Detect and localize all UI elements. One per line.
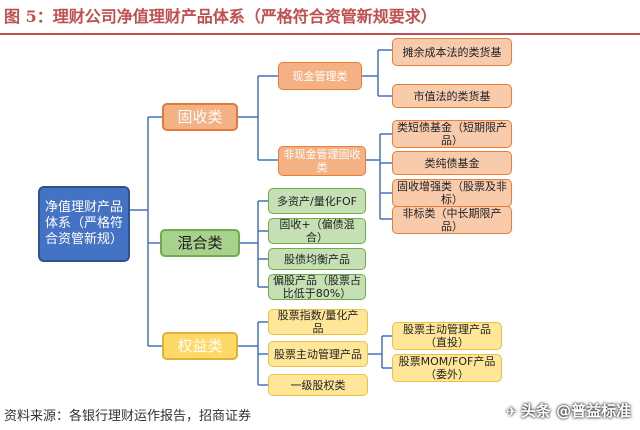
category-fixed-income: 固收类 bbox=[162, 103, 238, 131]
node-active-direct: 股票主动管理产品（直投） bbox=[392, 322, 502, 350]
node-fixed-income-plus: 固收+（偏债混合） bbox=[268, 218, 366, 244]
node-enhanced-fixed-income: 固收增强类（股票及非标） bbox=[392, 179, 512, 207]
category-equity: 权益类 bbox=[162, 332, 238, 360]
title-divider bbox=[0, 33, 640, 35]
node-index-quant: 股票指数/量化产品 bbox=[268, 309, 368, 335]
node-active-equity: 股票主动管理产品 bbox=[268, 341, 368, 367]
node-equity-tilted: 偏股产品（股票占比低于80%） bbox=[268, 274, 366, 300]
node-non-cash-fixed-income: 非现金管理固收类 bbox=[278, 146, 366, 176]
node-cash-management: 现金管理类 bbox=[278, 62, 362, 90]
node-non-standard: 非标类（中长期限产品） bbox=[392, 206, 512, 234]
node-balanced: 股债均衡产品 bbox=[268, 248, 366, 270]
watermark: ✈头条 @普益标准 bbox=[506, 394, 631, 428]
watermark-text: 头条 @普益标准 bbox=[520, 402, 632, 420]
node-market-value-mmf: 市值法的类货基 bbox=[392, 84, 512, 108]
page-title: 图 5：理财公司净值理财产品体系（严格符合资管新规要求） bbox=[4, 7, 437, 26]
node-mom-fof: 股票MOM/FOF产品（委外） bbox=[392, 354, 502, 382]
node-short-bond-fund: 类短债基金（短期限产品） bbox=[392, 120, 512, 148]
node-multi-asset-fof: 多资产/量化FOF bbox=[268, 188, 366, 214]
watermark-icon: ✈ bbox=[506, 405, 517, 420]
category-mixed: 混合类 bbox=[160, 229, 240, 257]
node-pure-bond-fund: 类纯债基金 bbox=[392, 151, 512, 175]
root-node: 净值理财产品体系（严格符合资管新规） bbox=[38, 186, 130, 262]
node-amortized-cost-mmf: 摊余成本法的类货基 bbox=[392, 38, 512, 66]
node-primary-equity: 一级股权类 bbox=[268, 374, 368, 396]
source-note: 资料来源：各银行理财运作报告，招商证券 bbox=[4, 409, 252, 424]
